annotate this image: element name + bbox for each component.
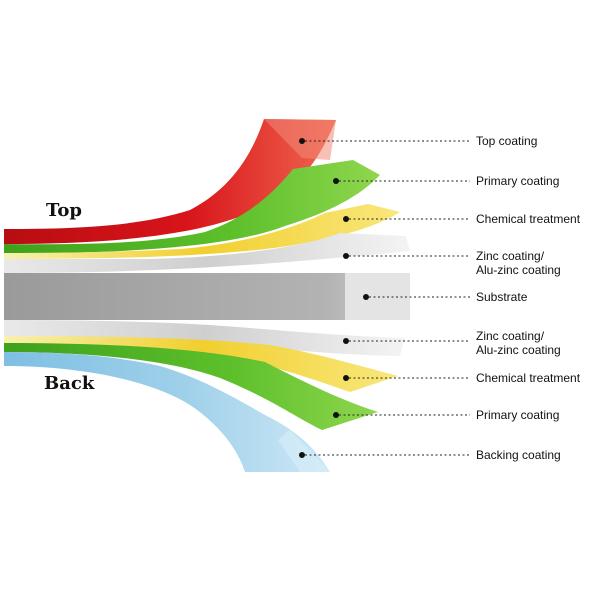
label-top-coating: Top coating — [476, 134, 537, 148]
label-substrate: Substrate — [476, 290, 528, 304]
leader-lines — [299, 138, 470, 458]
label-line: Alu-zinc coating — [476, 263, 561, 277]
backing-coating-layer — [4, 352, 330, 472]
leader-dot-zinc-coating-top — [343, 253, 349, 259]
label-chemical-treatment-top: Chemical treatment — [476, 212, 581, 226]
back-side-label: Back — [44, 373, 95, 394]
leader-dot-primary-coating-top — [333, 178, 339, 184]
top-side-label: Top — [46, 200, 82, 221]
leader-dot-primary-coating-back — [333, 412, 339, 418]
label-backing-coating: Backing coating — [476, 448, 561, 462]
top-coating-layer — [4, 119, 336, 244]
backing-coating-face — [278, 430, 330, 472]
label-line: Chemical treatment — [476, 212, 581, 226]
label-line: Chemical treatment — [476, 371, 581, 385]
label-line: Top coating — [476, 134, 537, 148]
layer-labels: Top coating Primary coating Chemical tre… — [476, 134, 581, 462]
label-zinc-coating-top: Zinc coating/ Alu-zinc coating — [476, 249, 561, 277]
back-zinc-coating-layer — [4, 320, 405, 356]
back-primary-coating-layer — [4, 343, 378, 430]
leader-dot-zinc-coating-back — [343, 338, 349, 344]
label-line: Zinc coating/ — [476, 249, 545, 263]
leader-dot-top-coating — [299, 138, 305, 144]
top-primary-coating-layer — [4, 160, 380, 254]
top-zinc-coating-layer — [4, 233, 410, 273]
leader-dot-chemical-treatment-back — [343, 375, 349, 381]
label-line: Substrate — [476, 290, 528, 304]
label-line: Primary coating — [476, 408, 559, 422]
label-line: Alu-zinc coating — [476, 343, 561, 357]
back-chemical-treatment-layer — [4, 336, 398, 392]
leader-dot-chemical-treatment-top — [343, 216, 349, 222]
label-zinc-coating-back: Zinc coating/ Alu-zinc coating — [476, 329, 561, 357]
label-primary-coating-top: Primary coating — [476, 174, 559, 188]
substrate-end-face — [345, 273, 410, 320]
leader-dot-backing-coating — [299, 452, 305, 458]
label-primary-coating-back: Primary coating — [476, 408, 559, 422]
leader-dot-substrate — [363, 294, 369, 300]
label-line: Backing coating — [476, 448, 561, 462]
top-chemical-treatment-layer — [4, 204, 400, 259]
substrate-layer — [4, 273, 410, 320]
label-chemical-treatment-back: Chemical treatment — [476, 371, 581, 385]
label-line: Primary coating — [476, 174, 559, 188]
label-line: Zinc coating/ — [476, 329, 545, 343]
